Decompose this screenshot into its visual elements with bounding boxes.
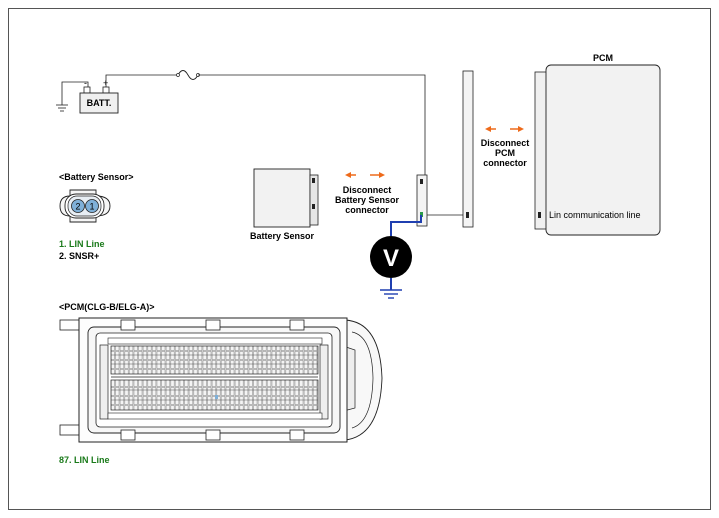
disconnect-sensor-line3: connector	[345, 205, 389, 215]
battery-sensor-label: Battery Sensor	[250, 231, 315, 241]
pcm-title: PCM	[593, 53, 613, 63]
pcm-box	[545, 64, 661, 236]
harness-sensor-connector	[416, 174, 428, 227]
lin-terminal-dot	[420, 212, 423, 217]
sensor-connector-face: 2 1	[59, 189, 111, 223]
voltmeter-probe-wire	[390, 215, 422, 236]
fused-power-wire	[198, 74, 426, 177]
disconnect-sensor-line1: Disconnect	[343, 185, 392, 195]
sensor-connector-title: <Battery Sensor>	[59, 172, 134, 182]
disconnect-sensor-line2: Battery Sensor	[335, 195, 400, 205]
pcm-connector-face	[59, 317, 383, 443]
disconnect-pcm-line3: connector	[483, 158, 527, 168]
disconnect-pcm-arrows	[485, 126, 524, 132]
pcm-group: PCM Lin communication line	[534, 53, 661, 236]
disconnect-pcm-line1: Disconnect	[481, 138, 530, 148]
outer-frame	[8, 8, 711, 510]
pcm-pin-87-marker	[215, 395, 218, 399]
disconnect-pcm-line2: PCM	[495, 148, 515, 158]
sensor-pin-2-label: 2	[75, 202, 80, 212]
pcm-pin-desc: 87. LIN Line	[59, 455, 110, 465]
voltmeter-symbol: V	[383, 245, 399, 272]
battery-plus-wire	[105, 74, 178, 87]
sensor-pin-1-label: 1	[89, 202, 94, 212]
battery-minus-sign: -	[84, 78, 87, 88]
battery-sensor-group: Battery Sensor	[250, 168, 319, 241]
battery-sensor-connector-stub	[309, 174, 319, 226]
ground-icon	[380, 289, 402, 299]
battery-sensor-box	[253, 168, 311, 228]
sensor-pin-2	[71, 199, 85, 213]
harness-pcm-connector	[462, 70, 474, 228]
pcm-connector-stub	[534, 71, 548, 230]
sensor-pin1-desc: 1. LIN Line	[59, 239, 105, 249]
sensor-pin2-desc: 2. SNSR+	[59, 251, 99, 261]
fuse-icon	[177, 70, 199, 80]
voltmeter-icon	[370, 236, 412, 278]
battery-label: BATT.	[87, 98, 112, 108]
battery-group: - + BATT.	[56, 70, 426, 177]
disconnect-sensor-arrows	[345, 172, 385, 178]
battery-box	[79, 92, 119, 114]
pcm-connector-title: <PCM(CLG-B/ELG-A)>	[59, 302, 155, 312]
sensor-pin-1	[85, 199, 99, 213]
pcm-lin-label: Lin communication line	[549, 210, 641, 220]
